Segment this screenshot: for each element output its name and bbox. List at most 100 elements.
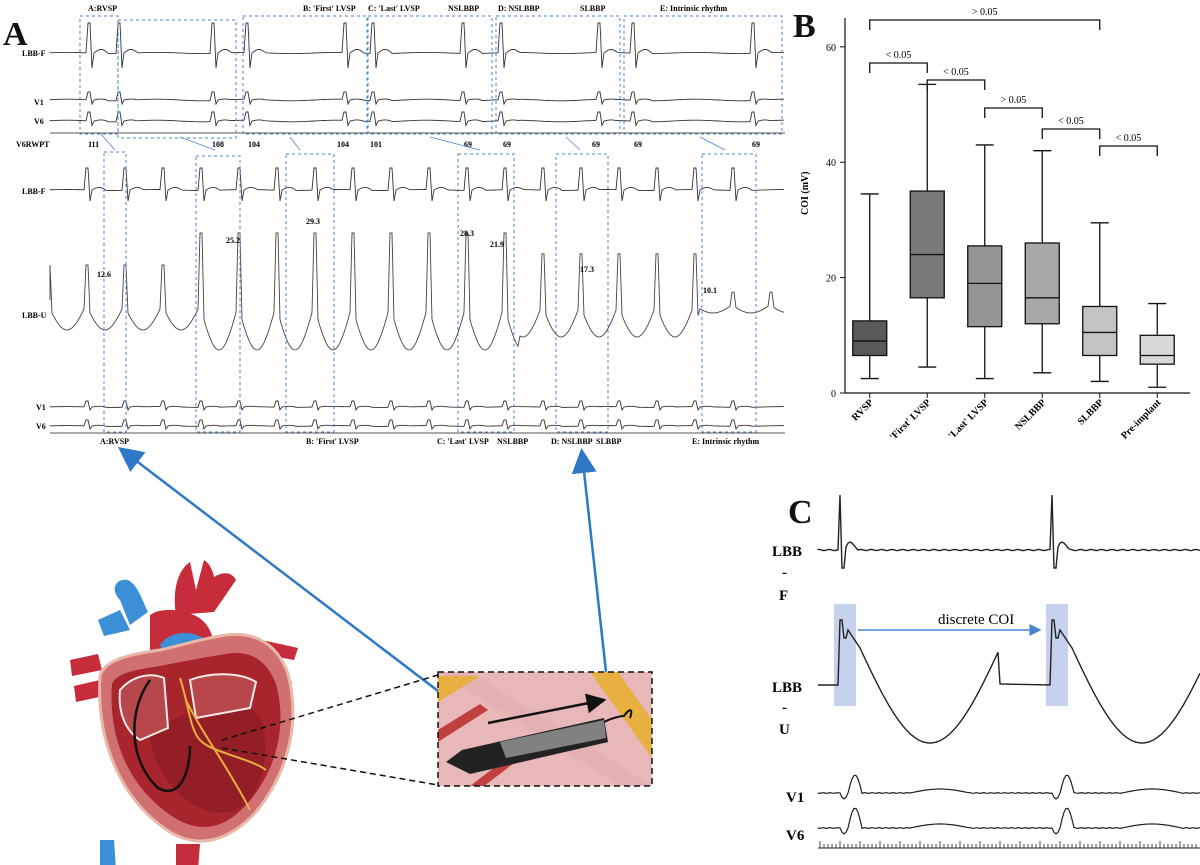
box-iqr xyxy=(967,245,1003,328)
c-lead-label: F xyxy=(779,588,788,604)
v6rwpt-value: 108 xyxy=(212,140,224,149)
c-lead-label: U xyxy=(779,722,790,738)
x-tick-label: SLBBP xyxy=(1076,397,1106,427)
heart-icon xyxy=(70,560,298,865)
top-lead-lbbf: LBB-F xyxy=(22,49,46,58)
box-iqr xyxy=(909,190,945,299)
bottom-section-label-d: D: NSLBBP xyxy=(551,437,593,446)
panel-letter-c: C xyxy=(788,494,813,531)
y-tick-label: 40 xyxy=(826,158,836,169)
bottom-section-label-c: C: 'Last' LVSP xyxy=(437,437,489,446)
significance-bracket xyxy=(926,79,986,90)
top-section-label-slbbp: SLBBP xyxy=(580,4,605,13)
section-connector xyxy=(429,136,481,151)
bottom-section-label-a: A:RVSP xyxy=(100,437,129,446)
v6rwpt-value: 69 xyxy=(752,140,760,149)
v6rwpt-value: 104 xyxy=(337,140,349,149)
box-2 xyxy=(967,144,1003,380)
significance-bracket xyxy=(1041,128,1101,139)
y-tick-label: 0 xyxy=(831,389,836,400)
box-1 xyxy=(909,83,945,368)
mid-lead-lbbu: LBB-U xyxy=(22,311,47,320)
bottom-section-label-slbbp: SLBBP xyxy=(596,437,621,446)
coi-value: 12.6 xyxy=(97,270,111,279)
coi-value: 10.1 xyxy=(703,286,717,295)
mid-lead-lbbf: LBB-F xyxy=(22,187,46,196)
x-tick-label: Pre-implant xyxy=(1119,397,1164,442)
v6rwpt-value: 69 xyxy=(634,140,642,149)
coi-highlight xyxy=(1046,604,1068,706)
c-trace-v6 xyxy=(817,807,1200,835)
p-value-label: < 0.05 xyxy=(943,67,969,78)
box-iqr xyxy=(852,320,888,357)
panel-c-traces xyxy=(817,494,1200,835)
panel-c-time-axis xyxy=(818,841,1200,849)
bottom-trace-v1 xyxy=(49,400,785,412)
bottom-lead-v1: V1 xyxy=(36,403,46,412)
box-plot-axis: 0 20 40 60 xyxy=(826,18,1190,400)
c-lead-label: V6 xyxy=(786,828,805,844)
section-box xyxy=(623,15,783,135)
coi-value: 21.9 xyxy=(490,240,504,249)
panel-letter-b: B xyxy=(793,8,816,45)
section-connector xyxy=(179,136,216,151)
top-strip xyxy=(49,15,785,139)
c-lead-label: - xyxy=(782,700,787,716)
bottom-section-label-b: B: 'First' LVSP xyxy=(306,437,359,446)
box-5 xyxy=(1139,302,1175,388)
section-box xyxy=(117,19,237,139)
significance-brackets: > 0.05< 0.05< 0.05> 0.05< 0.05< 0.05 xyxy=(869,7,1158,156)
top-section-label-c: C: 'Last' LVSP xyxy=(368,4,420,13)
coi-value: 17.3 xyxy=(580,265,594,274)
c-trace-v1 xyxy=(817,774,1200,800)
v6rwpt-value: 69 xyxy=(464,140,472,149)
c-lead-label: - xyxy=(782,565,787,581)
p-value-label: > 0.05 xyxy=(972,7,998,18)
p-value-label: > 0.05 xyxy=(1001,95,1027,106)
box-4 xyxy=(1082,222,1118,383)
v6rwpt-value: 101 xyxy=(370,140,382,149)
section-connector xyxy=(99,132,116,151)
box-iqr xyxy=(1082,305,1118,357)
section-connector xyxy=(565,136,581,151)
heart-illustration-area xyxy=(70,446,653,865)
x-tick-label: 'First' LVSP xyxy=(888,397,933,442)
section-box xyxy=(555,153,609,433)
significance-bracket xyxy=(869,19,1101,30)
section-box xyxy=(103,151,127,433)
mid-trace-lbbu xyxy=(49,232,785,351)
y-axis-label: COI (mV) xyxy=(800,171,811,215)
coi-value: 29.3 xyxy=(306,217,320,226)
section-box xyxy=(242,15,368,135)
section-box xyxy=(701,153,757,433)
coi-value: 25.2 xyxy=(226,236,240,245)
y-tick-label: 20 xyxy=(826,274,836,285)
top-section-label-b: B: 'First' LVSP xyxy=(303,4,356,13)
top-trace-v1 xyxy=(49,91,785,106)
section-box xyxy=(285,153,335,433)
mid-section-boxes xyxy=(99,132,757,433)
p-value-label: < 0.05 xyxy=(1058,116,1084,127)
top-section-label-e: E: Intrinsic rhythm xyxy=(660,4,727,13)
significance-bracket xyxy=(1099,145,1158,156)
c-lead-label: LBB xyxy=(772,680,802,696)
section-box xyxy=(457,153,515,433)
top-section-label-d: D: NSLBBP xyxy=(498,4,540,13)
section-connector xyxy=(699,136,726,151)
mid-traces xyxy=(49,167,785,431)
significance-bracket xyxy=(984,107,1043,118)
v6rwpt-value: 69 xyxy=(592,140,600,149)
c-lead-label: LBB xyxy=(772,544,802,560)
top-lead-v6: V6 xyxy=(34,117,44,126)
coi-highlight xyxy=(834,604,856,706)
top-trace-lbbf xyxy=(49,22,785,69)
box-3 xyxy=(1024,150,1060,374)
coi-value: 28.3 xyxy=(460,229,474,238)
top-section-boxes xyxy=(79,15,783,139)
c-lead-label: V1 xyxy=(786,790,804,806)
x-tick-label: NSLBBP xyxy=(1013,397,1048,432)
y-tick-label: 60 xyxy=(826,43,836,54)
discrete-coi-label: discrete COI xyxy=(938,612,1014,628)
